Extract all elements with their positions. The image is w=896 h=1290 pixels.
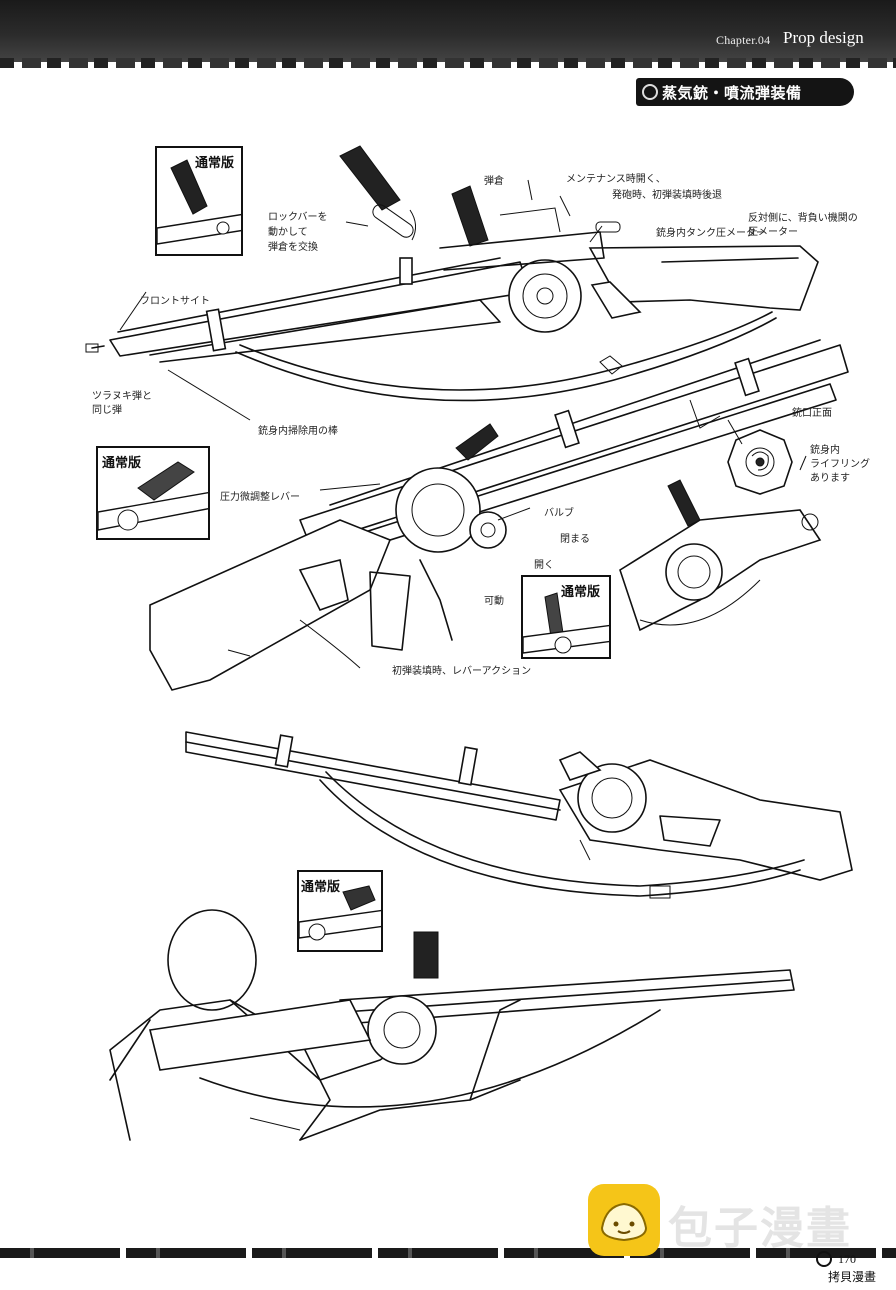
watermark-text: 包子漫畫 <box>668 1203 852 1254</box>
note-maintenance: メンテナンス時開く、 <box>566 174 666 185</box>
note-pressure-meter: 反対側に、背負い機関の 圧メーター <box>748 213 858 238</box>
inset-sketch <box>157 159 241 245</box>
note-tsurane: ツラヌキ弾と 同じ弾 <box>92 391 152 416</box>
inset-label: 通常版 <box>561 585 601 600</box>
bun-icon-shape <box>600 1202 648 1242</box>
note-rifling: 銃身内 ライフリング あります <box>810 445 870 484</box>
header-band <box>0 0 896 68</box>
chapter-label: Chapter.04 <box>716 33 771 47</box>
note-open: 開く <box>534 560 554 571</box>
note-valve: バルブ <box>544 508 574 519</box>
inset-standard-version-2: 通常版 <box>96 446 210 540</box>
site-small-text: 拷貝漫畫 <box>828 1270 877 1284</box>
note-first-load: 発砲時、初弾装填時後退 <box>612 190 722 201</box>
page-badge-icon <box>816 1251 832 1267</box>
inset-standard-version-3: 通常版 <box>521 575 611 659</box>
rifle-middle-drawing <box>149 339 849 691</box>
inset-label: 通常版 <box>195 156 235 171</box>
note-muzzle-front: 銃口正面 <box>792 408 832 419</box>
aiming-figure-drawing <box>109 909 795 1141</box>
note-pressure-lever: 圧力微調整レバー <box>220 492 300 503</box>
inset-sketch <box>523 592 609 654</box>
inset-standard-version-4: 通常版 <box>297 870 383 952</box>
note-moves: 可動 <box>484 596 504 607</box>
circle-badge-icon <box>642 84 658 100</box>
note-barrel-tank: 銃身内タンク圧メーター <box>656 228 766 239</box>
inset-label: 通常版 <box>102 456 142 471</box>
chapter-title: Prop design <box>783 28 864 47</box>
footer-band <box>0 1248 896 1258</box>
section-band <box>636 78 854 106</box>
magazine-sketch <box>339 145 621 241</box>
note-lock-bar: ロックバーを 動かして 弾倉を交換 <box>268 212 328 253</box>
note-cleaning-rod: 銃身内掃除用の棒 <box>258 426 338 437</box>
inset-sketch <box>299 885 381 941</box>
annotation-leader-lines <box>119 179 807 521</box>
note-lever-action: 初弾装填時、レバーアクション <box>392 666 532 677</box>
note-magazine: 弾倉 <box>484 176 504 187</box>
rifle-side-drawing <box>185 731 853 899</box>
inset-label: 通常版 <box>301 880 341 895</box>
rifle-rear-view-drawing <box>619 479 822 632</box>
rifle-top-drawing <box>85 185 819 402</box>
section-title: 蒸気銃・噴流弾装備 <box>662 84 802 102</box>
note-close: 閉まる <box>560 534 590 545</box>
watermark-bun-icon <box>588 1184 660 1256</box>
inset-standard-version-1: 通常版 <box>155 146 243 256</box>
muzzle-front-drawing <box>727 429 793 495</box>
page-number: 170 <box>838 1252 856 1266</box>
note-front-sight: フロントサイト <box>140 296 210 307</box>
inset-sketch <box>98 461 208 531</box>
